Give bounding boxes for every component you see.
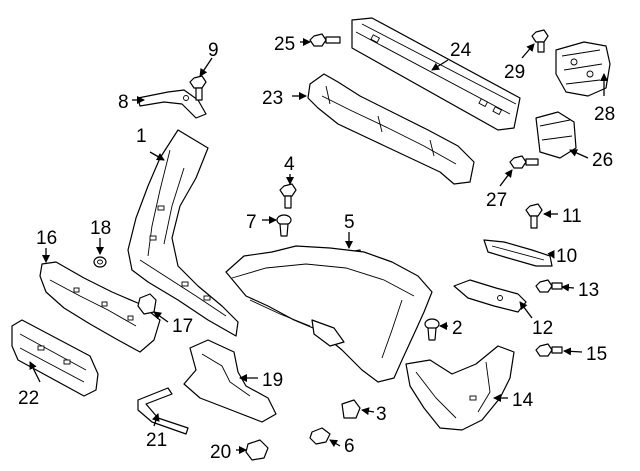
bracket-26 <box>535 111 577 159</box>
callout-20: 20 <box>210 442 231 463</box>
callout-15: 15 <box>586 344 607 365</box>
bracket-upper-left <box>137 89 207 119</box>
callout-23: 23 <box>262 88 283 109</box>
callout-18: 18 <box>90 218 111 239</box>
bolt-11 <box>525 203 543 229</box>
callout-2: 2 <box>452 318 463 339</box>
callout-8: 8 <box>118 92 129 113</box>
energy-absorber <box>307 73 475 185</box>
nut-18 <box>93 256 107 268</box>
bumper-reinforcement-beam <box>351 17 521 131</box>
callout-11: 11 <box>562 206 582 227</box>
callout-13: 13 <box>578 280 599 301</box>
callout-12: 12 <box>532 318 553 339</box>
clip-20 <box>245 439 269 461</box>
callout-26: 26 <box>592 150 613 171</box>
callout-9: 9 <box>208 40 219 61</box>
side-support-14 <box>405 345 515 431</box>
bracket-28 <box>555 41 611 97</box>
callout-3: 3 <box>376 404 387 425</box>
callout-7: 7 <box>246 212 257 233</box>
callout-14: 14 <box>512 390 534 411</box>
push-clip-7 <box>276 214 292 237</box>
callout-5: 5 <box>344 212 355 233</box>
callout-24: 24 <box>450 40 472 61</box>
callout-1: 1 <box>136 126 147 147</box>
callout-16: 16 <box>36 228 57 249</box>
bolt-29 <box>531 29 549 53</box>
bolt-25 <box>309 33 341 47</box>
nut-6 <box>309 427 331 445</box>
license-plate-bracket <box>11 319 99 397</box>
callout-10: 10 <box>556 246 577 267</box>
leader-lines <box>29 38 608 454</box>
push-clip-2 <box>424 318 440 341</box>
callout-6: 6 <box>344 436 355 457</box>
bolt-4 <box>279 183 297 209</box>
callout-22: 22 <box>18 388 39 409</box>
bolt-27 <box>509 155 539 169</box>
callout-4: 4 <box>284 154 295 175</box>
bumper-cover-frame <box>127 129 239 337</box>
bumper-cover <box>225 245 433 383</box>
clip-3 <box>341 399 361 419</box>
bolt-15 <box>535 343 563 357</box>
side-bracket-12 <box>453 279 527 313</box>
callout-21: 21 <box>146 430 167 451</box>
callout-29: 29 <box>504 62 525 83</box>
side-retainer-10 <box>483 239 553 267</box>
lower-support-16 <box>39 261 161 353</box>
callout-25: 25 <box>274 34 295 55</box>
callout-27: 27 <box>486 190 507 211</box>
bolt-13 <box>535 279 563 293</box>
callout-28: 28 <box>594 104 615 125</box>
trim-strip <box>137 387 189 435</box>
fog-lamp-bezel <box>183 339 277 423</box>
callout-19: 19 <box>262 370 283 391</box>
callout-17: 17 <box>172 316 193 337</box>
